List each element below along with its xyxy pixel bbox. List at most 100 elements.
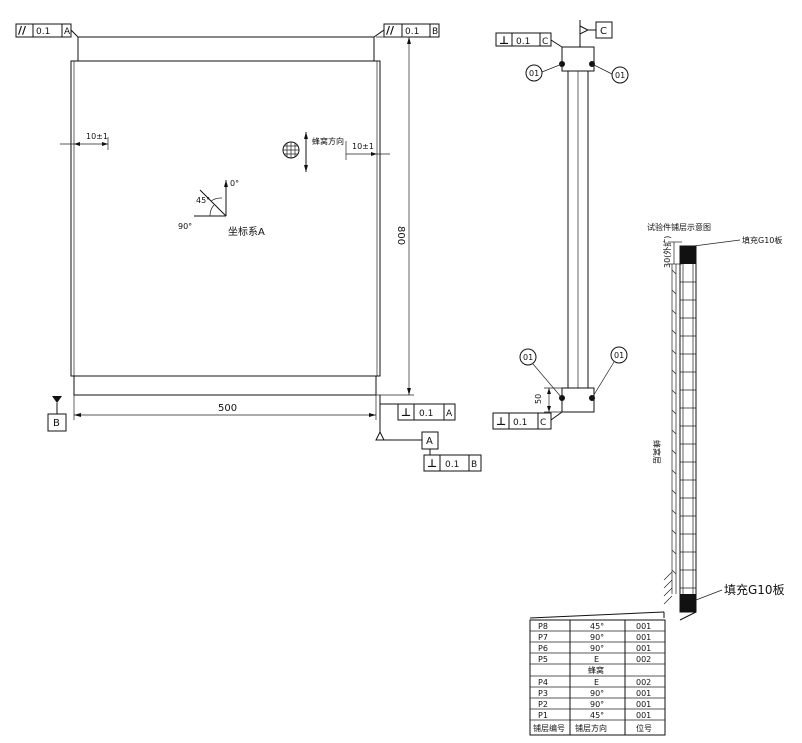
- edge-dim-left-text: 10±1: [86, 132, 108, 141]
- cell-part-no: 002: [636, 678, 651, 687]
- balloon-top-right: 01: [591, 63, 629, 84]
- cell-ply-id: P1: [538, 711, 548, 720]
- perp-tolerance-frame-c-top: ⊥ 0.1 C: [495, 32, 563, 48]
- balloon-bottom-left: 01: [519, 348, 563, 399]
- coordinate-system-a: 0° 45° 90° 坐标系A: [178, 179, 265, 238]
- perp-tolerance-a: 0.1: [419, 409, 433, 419]
- table-row: P1 45° 001: [538, 711, 651, 720]
- datum-c-marker: C: [579, 20, 613, 47]
- table-row: P3 90° 001: [538, 689, 651, 698]
- table-row: 蜂窝: [588, 665, 604, 675]
- cell-ply-id: P4: [538, 678, 548, 687]
- tolerance-value-b: 0.1: [405, 27, 419, 37]
- layup-title: 试验件铺层示意图: [647, 222, 711, 232]
- main-panel: [70, 60, 381, 377]
- perp-datum-c-top: C: [542, 37, 548, 47]
- angle-0-label: 0°: [230, 179, 239, 188]
- coordinate-system-label: 坐标系A: [228, 226, 265, 238]
- perp-symbol-c-top: ⊥: [499, 34, 509, 47]
- parallel-tolerance-frame-a: // 0.1 A: [15, 23, 79, 38]
- tolerance-value-a: 0.1: [36, 27, 50, 37]
- perp-tolerance-c-top: 0.1: [516, 37, 530, 47]
- core-label: 蜂窝层: [652, 440, 662, 464]
- cell-part-no: 002: [636, 655, 651, 664]
- perp-symbol-c-bottom: ⊥: [496, 415, 506, 428]
- cell-ply-id: P2: [538, 700, 548, 709]
- cell-ply-id: P8: [538, 622, 548, 631]
- header-part-no: 位号: [636, 723, 652, 733]
- perp-symbol-a: ⊥: [401, 406, 411, 419]
- cell-ply-dir: 90°: [590, 689, 604, 698]
- parallel-symbol-b: //: [386, 24, 395, 37]
- cell-ply-dir: 蜂窝: [588, 665, 604, 675]
- table-header-row: 铺层编号 铺层方向 位号: [533, 723, 652, 733]
- balloon-bottom-right: 01: [591, 346, 628, 399]
- perp-datum-b: B: [471, 460, 477, 470]
- angle-45-label: 45°: [196, 196, 210, 205]
- datum-a-label: A: [426, 436, 433, 447]
- layup-table: P8 45° 001 P7 90° 001 P6 90° 001 P5 E 00…: [529, 619, 666, 736]
- edge-dimension-left: 10±1: [60, 132, 109, 150]
- bottom-frame-band: [73, 375, 377, 396]
- cell-ply-dir: 90°: [590, 644, 604, 653]
- datum-ref-a: A: [64, 27, 71, 37]
- perp-tolerance-c-bottom: 0.1: [513, 418, 527, 428]
- table-row: P4 E 002: [538, 678, 651, 687]
- perp-symbol-b: ⊥: [427, 457, 437, 470]
- width-dimension-text: 500: [218, 403, 237, 414]
- table-row: P5 E 002: [538, 655, 651, 664]
- header-ply-dir: 铺层方向: [575, 723, 607, 733]
- height-dimension-text: 800: [395, 226, 406, 245]
- cell-ply-id: P3: [538, 689, 548, 698]
- bottom-filler-label: 填充G10板: [724, 582, 785, 597]
- laminate-column: [679, 245, 697, 613]
- cell-part-no: 001: [636, 689, 651, 698]
- balloon-label: 01: [529, 69, 539, 78]
- side-top-block: [561, 46, 595, 72]
- perp-tolerance-frame-b: ⊥ 0.1 B: [423, 449, 482, 472]
- table-row: P6 90° 001: [538, 644, 651, 653]
- angle-90-label: 90°: [178, 222, 192, 231]
- dimension-50-text: 50: [534, 394, 543, 404]
- dimension-50: 50: [534, 387, 562, 413]
- side-bottom-block: [561, 387, 595, 413]
- table-row: P8 45° 001: [538, 622, 651, 631]
- datum-ref-b: B: [432, 27, 438, 37]
- cell-ply-id: P7: [538, 633, 548, 642]
- perp-tolerance-frame-a: ⊥ 0.1 A: [380, 403, 456, 421]
- cell-ply-dir: E: [594, 655, 599, 664]
- datum-a-marker: A: [375, 395, 439, 450]
- parallel-symbol-a: //: [18, 24, 27, 37]
- balloon-label: 01: [523, 353, 533, 362]
- cell-part-no: 001: [636, 711, 651, 720]
- table-row-lines: [530, 630, 665, 721]
- cell-ply-id: P5: [538, 655, 548, 664]
- table-row: P2 90° 001: [538, 700, 651, 709]
- edge-dim-right-text: 10±1: [352, 142, 374, 151]
- cell-ply-dir: 90°: [590, 633, 604, 642]
- edge-dimension-right: 10±1: [345, 141, 390, 160]
- layup-schematic: 试验件铺层示意图 填充G10板 30(外扩) 蜂窝层 填充G10板: [529, 222, 785, 736]
- cell-ply-dir: 45°: [590, 711, 604, 720]
- height-dimension: 800: [376, 36, 414, 396]
- datum-b-label: B: [53, 418, 60, 429]
- cell-part-no: 001: [636, 700, 651, 709]
- honeycomb-indicator: 蜂窝方向: [282, 132, 344, 172]
- datum-b-marker: B: [47, 396, 67, 432]
- balloon-label: 01: [614, 351, 624, 360]
- front-view: // 0.1 A // 0.1 B 10±1 10±: [15, 23, 482, 472]
- cell-part-no: 001: [636, 644, 651, 653]
- cell-ply-dir: E: [594, 678, 599, 687]
- perp-datum-c-bottom: C: [540, 418, 546, 428]
- perp-tolerance-b: 0.1: [445, 460, 459, 470]
- honeycomb-direction-label: 蜂窝方向: [312, 136, 344, 146]
- perp-tolerance-frame-c-bottom: ⊥ 0.1 C: [492, 411, 563, 430]
- perp-datum-a: A: [446, 409, 453, 419]
- balloon-label: 01: [615, 71, 625, 80]
- table-row: P7 90° 001: [538, 633, 651, 642]
- cell-ply-dir: 45°: [590, 622, 604, 631]
- balloon-top-left: 01: [525, 63, 563, 82]
- bottom-filler-block: [680, 594, 696, 612]
- cell-part-no: 001: [636, 622, 651, 631]
- top-frame-band: [77, 36, 375, 62]
